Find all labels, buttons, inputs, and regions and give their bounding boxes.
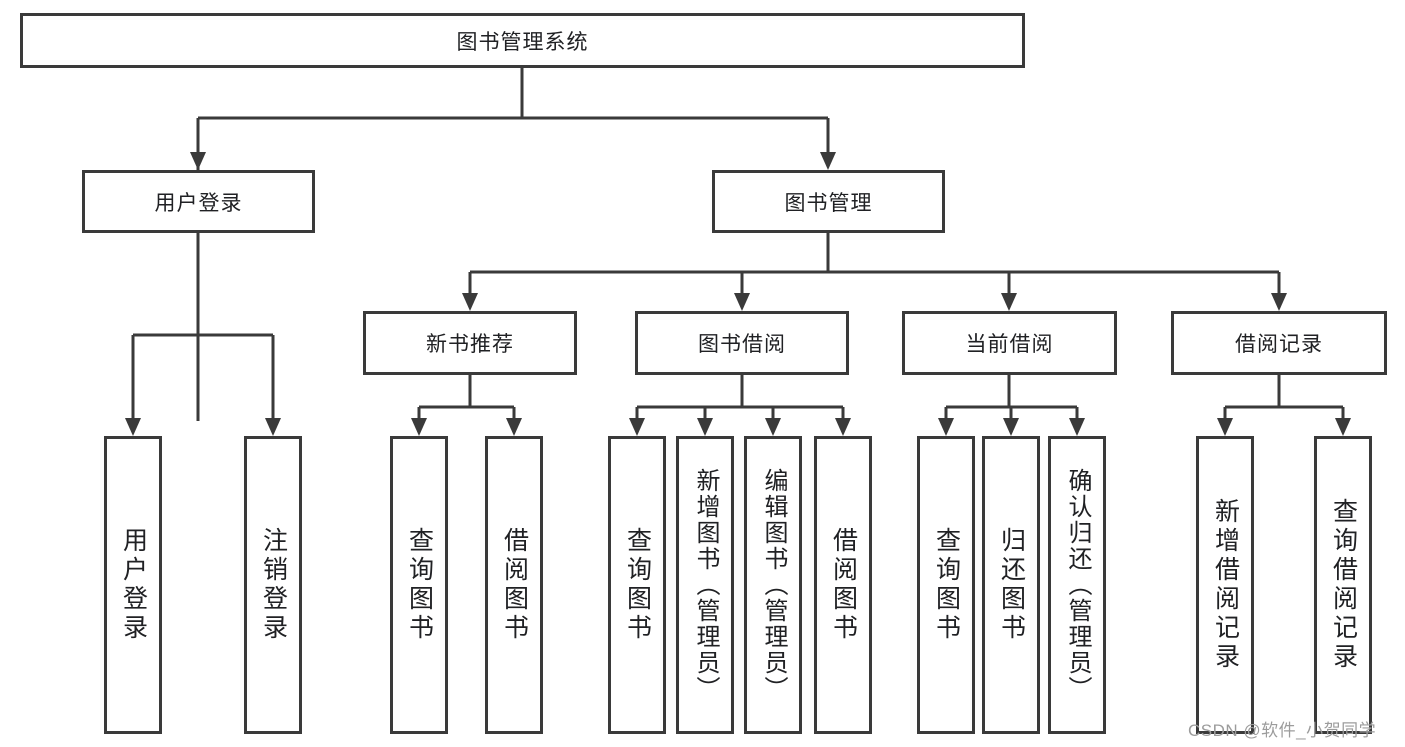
leaf-query-books-bb: 查询图书 (608, 436, 666, 734)
edge-current-borrow-fork (944, 375, 1079, 421)
leaf-add-borrow-record: 新增借阅记录 (1196, 436, 1254, 734)
node-label: 新增借阅记录 (1211, 498, 1240, 672)
arrow-down-icon (1003, 418, 1019, 436)
node-new-book-recommend: 新书推荐 (363, 311, 577, 375)
csdn-watermark: CSDN @软件_小贺同学 (1188, 721, 1377, 740)
node-label: 确认归还（管理员） (1064, 468, 1091, 702)
leaf-query-books-cb: 查询图书 (917, 436, 975, 734)
edge-new-book-rec-fork (417, 375, 516, 421)
arrow-down-icon (1335, 418, 1351, 436)
arrowhead-icons (125, 152, 1351, 436)
arrow-down-icon (734, 293, 750, 311)
edge-borrow-records-fork (1223, 375, 1345, 421)
node-user-login: 用户登录 (82, 170, 315, 233)
arrow-down-icon (265, 418, 281, 436)
node-label: 借阅记录 (1235, 333, 1323, 356)
leaf-query-borrow-record: 查询借阅记录 (1314, 436, 1372, 734)
node-label: 编辑图书（管理员） (760, 468, 787, 702)
leaf-logout: 注销登录 (244, 436, 302, 734)
node-label: 借阅图书 (829, 527, 858, 643)
node-borrow-records: 借阅记录 (1171, 311, 1387, 375)
node-label: 查询图书 (932, 527, 961, 643)
node-label: 用户登录 (154, 191, 243, 215)
arrow-down-icon (835, 418, 851, 436)
arrow-down-icon (506, 418, 522, 436)
node-label: 归还图书 (997, 527, 1026, 643)
leaf-query-books-rec: 查询图书 (390, 436, 448, 734)
leaf-edit-books-admin: 编辑图书（管理员） (744, 436, 802, 734)
edge-root-fork (196, 68, 830, 421)
edge-user-login-fork (131, 233, 275, 421)
arrow-down-icon (1217, 418, 1233, 436)
arrow-down-icon (1271, 293, 1287, 311)
arrow-down-icon (765, 418, 781, 436)
node-label: 查询借阅记录 (1329, 498, 1358, 672)
arrow-down-icon (1069, 418, 1085, 436)
arrow-down-icon (820, 152, 836, 170)
node-label: 借阅图书 (500, 527, 529, 643)
leaf-return-books: 归还图书 (982, 436, 1040, 734)
leaf-borrow-books-rec: 借阅图书 (485, 436, 543, 734)
leaf-confirm-return-admin: 确认归还（管理员） (1048, 436, 1106, 734)
node-label: 用户登录 (119, 527, 148, 643)
node-label: 图书管理 (784, 191, 873, 215)
node-library-system: 图书管理系统 (20, 13, 1025, 68)
leaf-user-login: 用户登录 (104, 436, 162, 734)
node-label: 查询图书 (623, 527, 652, 643)
node-label: 图书借阅 (698, 333, 786, 356)
node-label: 注销登录 (259, 527, 288, 643)
node-label: 新增图书（管理员） (692, 468, 719, 702)
arrow-down-icon (190, 152, 206, 170)
arrow-down-icon (411, 418, 427, 436)
arrow-down-icon (1001, 293, 1017, 311)
node-label: 图书管理系统 (456, 30, 589, 54)
node-label: 当前借阅 (965, 333, 1054, 356)
arrow-down-icon (697, 418, 713, 436)
arrow-down-icon (462, 293, 478, 311)
arrow-down-icon (938, 418, 954, 436)
arrow-down-icon (125, 418, 141, 436)
arrow-down-icon (629, 418, 645, 436)
node-label: 新书推荐 (426, 333, 514, 356)
node-label: 查询图书 (405, 527, 434, 643)
edge-book-borrow-fork (635, 375, 845, 421)
edge-book-mgmt-fork (468, 233, 1281, 296)
leaf-add-books-admin: 新增图书（管理员） (676, 436, 734, 734)
node-book-management: 图书管理 (712, 170, 945, 233)
leaf-borrow-books-bb: 借阅图书 (814, 436, 872, 734)
node-book-borrow: 图书借阅 (635, 311, 849, 375)
node-current-borrow: 当前借阅 (902, 311, 1117, 375)
